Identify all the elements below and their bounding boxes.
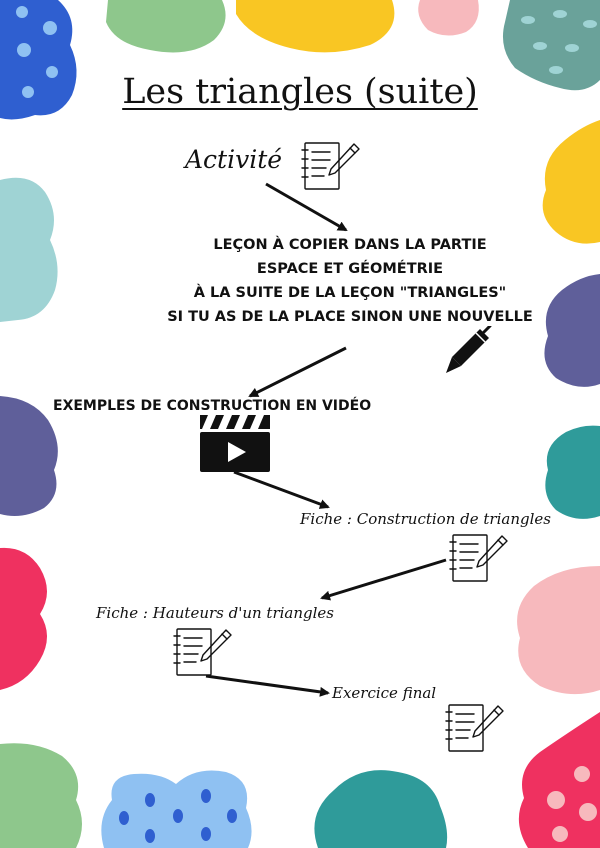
blob-top-left: [0, 0, 77, 120]
blob-top-green: [106, 0, 226, 53]
arrow-icon: [248, 346, 347, 398]
lesson-line-4: SI TU AS DE LA PLACE SINON UNE NOUVELLE: [167, 309, 533, 325]
lesson-line-2: ESPACE ET GÉOMÉTRIE: [256, 261, 444, 277]
page-title: Les triangles (suite): [122, 72, 478, 112]
notebook-pencil-icon[interactable]: [172, 626, 234, 678]
arrow-icon: [205, 674, 330, 697]
notebook-pencil-icon[interactable]: [448, 532, 510, 584]
blob-right-pink: [517, 566, 600, 695]
pen-icon: [446, 326, 492, 373]
blob-top-yellow: [236, 0, 395, 53]
worksheet-heights-link[interactable]: Fiche : Hauteurs d'un triangles: [96, 604, 335, 622]
worksheet-construction-link[interactable]: Fiche : Construction de triangles: [300, 510, 551, 528]
notebook-pencil-icon[interactable]: [444, 702, 506, 754]
blob-right-yellow: [542, 120, 600, 244]
video-label[interactable]: EXEMPLES DE CONSTRUCTION EN VIDÉO: [53, 398, 372, 414]
blob-left-aqua: [0, 177, 58, 322]
blob-top-pink: [418, 0, 479, 36]
notebook-pencil-icon[interactable]: [300, 140, 362, 192]
video-clapper-icon[interactable]: [200, 415, 272, 473]
blob-bottom-blue: [101, 770, 252, 848]
blob-left-purple: [0, 396, 58, 516]
arrow-icon: [233, 470, 330, 509]
blob-bottom-left: [0, 743, 82, 848]
blob-right-purple: [544, 274, 600, 387]
blob-left-red: [0, 547, 47, 690]
arrow-icon: [265, 182, 348, 232]
final-exercise-link[interactable]: Exercice final: [332, 684, 437, 702]
lesson-instructions: LEÇON À COPIER DANS LA PARTIE ESPACE ET …: [150, 233, 550, 329]
lesson-line-1: LEÇON À COPIER DANS LA PARTIE: [213, 237, 487, 253]
blob-bottom-teal: [314, 770, 448, 848]
blob-right-teal: [545, 425, 600, 519]
arrow-icon: [320, 558, 447, 601]
activity-label: Activité: [185, 145, 283, 174]
lesson-line-3: À LA SUITE DE LA LEÇON "TRIANGLES": [193, 285, 507, 301]
